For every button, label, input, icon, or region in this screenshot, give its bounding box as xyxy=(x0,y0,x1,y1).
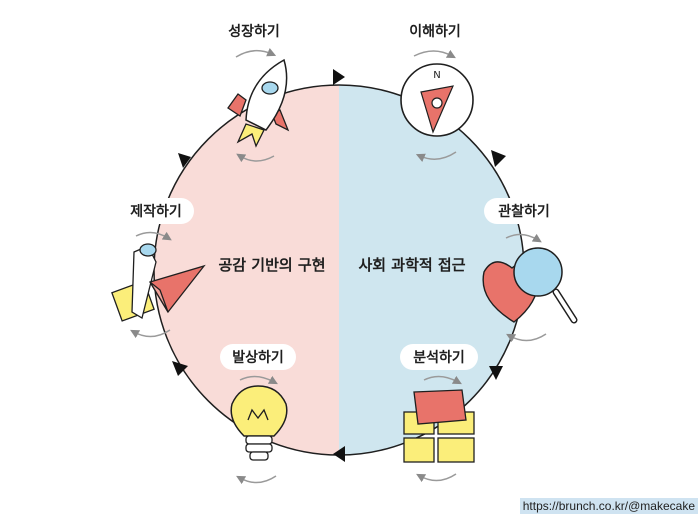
arrow-upper-right xyxy=(491,150,506,167)
arrow-lower-right xyxy=(489,366,503,380)
cycle-arrow-icon xyxy=(236,475,277,485)
compass-icon: N xyxy=(400,63,474,137)
stage-make-label: 제작하기 xyxy=(130,203,182,220)
sticky-notes-icon xyxy=(403,389,475,463)
stage-observe: 관찰하기 xyxy=(482,198,578,343)
arrow-top xyxy=(333,69,345,85)
cycle-arrow-icon xyxy=(415,151,457,162)
magnifier-heart-icon xyxy=(482,247,578,324)
cycle-arrow-icon xyxy=(239,375,278,385)
cycle-arrows xyxy=(172,69,506,462)
paper-plane-pen-icon xyxy=(111,243,206,322)
cycle-arrow-icon xyxy=(423,375,462,385)
stage-observe-label: 관찰하기 xyxy=(498,203,550,220)
stage-analyze-label: 분석하기 xyxy=(413,349,465,366)
cycle-arrow-icon xyxy=(505,233,542,243)
stage-understand: 이해하기 N xyxy=(400,23,474,162)
arrow-lower-left xyxy=(172,361,188,376)
left-half-label: 공감 기반의 구현 xyxy=(218,256,325,274)
arrow-upper-left xyxy=(178,153,191,168)
arrow-bottom xyxy=(333,446,345,462)
stage-understand-label: 이해하기 xyxy=(409,23,461,40)
right-half-label: 사회 과학적 접근 xyxy=(358,256,465,274)
lightbulb-icon xyxy=(230,385,288,461)
stage-ideate-label: 발상하기 xyxy=(232,349,284,366)
cycle-arrow-icon xyxy=(135,231,172,241)
stage-grow-label: 성장하기 xyxy=(228,23,280,40)
cycle-arrow-icon xyxy=(413,49,456,59)
svg-text:N: N xyxy=(433,70,440,81)
cycle-arrow-icon xyxy=(416,473,457,483)
stage-grow: 성장하기 xyxy=(227,23,290,163)
cycle-arrow-icon xyxy=(235,48,277,58)
stage-make: 제작하기 xyxy=(111,198,206,339)
rocket-icon xyxy=(227,58,290,148)
stage-ideate: 발상하기 xyxy=(220,344,296,485)
cycle-arrow-icon xyxy=(506,333,547,343)
cycle-arrow-icon xyxy=(130,329,171,339)
stage-analyze: 분석하기 xyxy=(400,344,478,483)
source-credit: https://brunch.co.kr/@makecake xyxy=(519,498,698,514)
cycle-arrow-icon xyxy=(236,153,275,163)
